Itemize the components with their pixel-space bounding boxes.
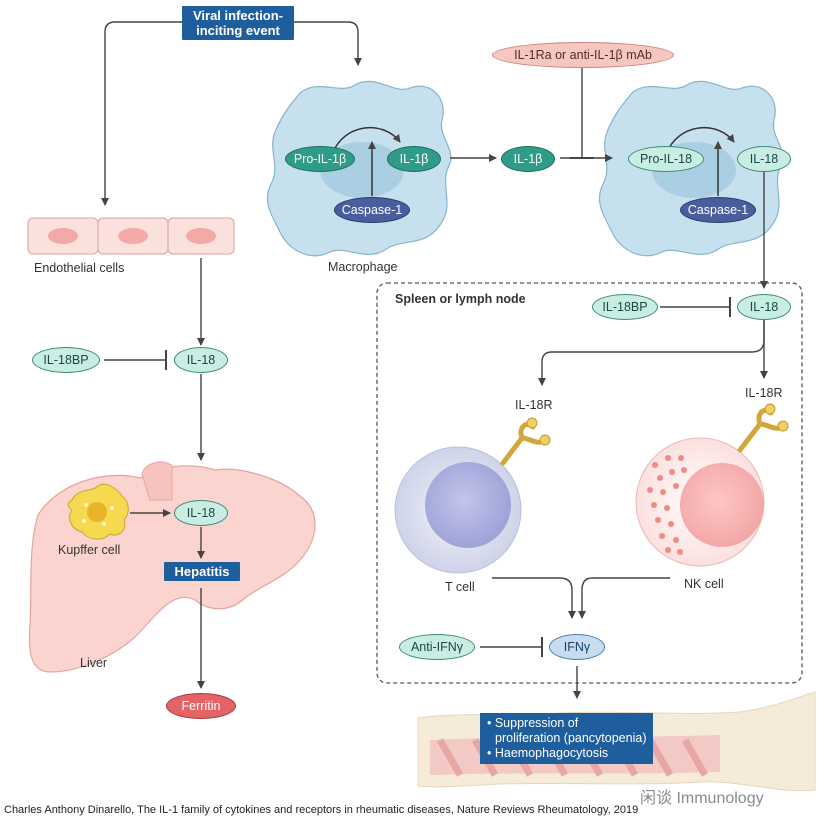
anti-ifng-pill: Anti-IFNγ — [399, 634, 475, 660]
il18bp-pill-left: IL-18BP — [32, 347, 100, 373]
il1b-pill: IL-1β — [387, 146, 441, 172]
ferritin-pill: Ferritin — [166, 693, 236, 719]
outcome-line-3: • Haemophagocytosis — [487, 746, 609, 760]
il1-blocker-pill: IL-1Ra or anti-IL-1β mAb — [492, 42, 674, 68]
il18-pill-cell: IL-18 — [737, 146, 791, 172]
il18-pill-spleen: IL-18 — [737, 294, 791, 320]
il18r-receptor-t — [500, 421, 547, 466]
outcome-line-2: proliferation (pancytopenia) — [495, 731, 647, 745]
released-il1b-pill: IL-1β — [501, 146, 555, 172]
il18bp-pill-spleen: IL-18BP — [592, 294, 658, 320]
hepatitis-box: Hepatitis — [164, 562, 240, 581]
outcome-line-1: • Suppression of — [487, 716, 579, 730]
pro-il18-pill: Pro-IL-18 — [628, 146, 704, 172]
il18r-label-nk: IL-18R — [745, 386, 783, 400]
endothelial-cells — [27, 217, 235, 255]
bone-outcomes-box: • Suppression of proliferation (pancytop… — [480, 713, 654, 764]
caspase1-pill-macrophage: Caspase-1 — [334, 197, 410, 223]
spleen-box — [376, 282, 803, 684]
t-cell-label: T cell — [445, 580, 475, 594]
ifng-pill: IFNγ — [549, 634, 605, 660]
trigger-box: Viral infection- inciting event — [182, 6, 294, 40]
pro-il1b-pill: Pro-IL-1β — [285, 146, 355, 172]
kupffer-label: Kupffer cell — [58, 543, 121, 557]
watermark: 闲谈 Immunology — [640, 790, 764, 807]
spleen-title: Spleen or lymph node — [395, 292, 526, 306]
il18-pill-liver: IL-18 — [174, 500, 228, 526]
nk-granules — [647, 455, 687, 555]
il18r-receptor-nk — [737, 407, 785, 453]
nk-cell-label: NK cell — [684, 577, 724, 591]
figure-caption: Charles Anthony Dinarello, The IL-1 fami… — [4, 804, 639, 816]
endothelial-label: Endothelial cells — [34, 261, 125, 275]
kupffer-cell-graphic — [67, 483, 129, 540]
il18-pill-left: IL-18 — [174, 347, 228, 373]
liver-label: Liver — [80, 656, 108, 670]
caspase1-pill-second: Caspase-1 — [680, 197, 756, 223]
macrophage-label: Macrophage — [328, 260, 398, 274]
il18r-label-t: IL-18R — [515, 398, 553, 412]
